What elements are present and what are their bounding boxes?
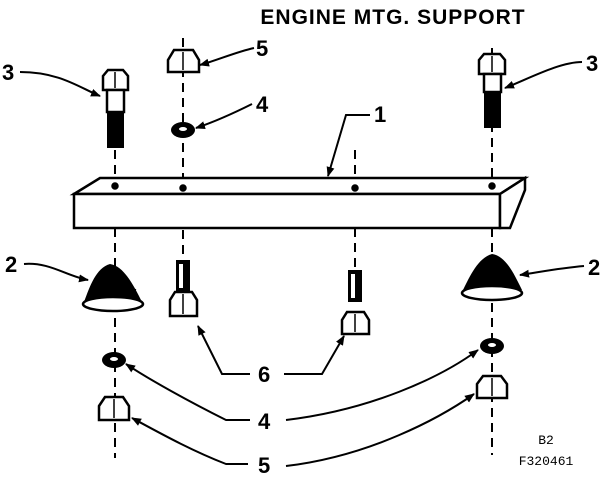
leader-2-left (23, 262, 89, 283)
figure-code-line2: F320461 (519, 454, 574, 469)
leader-6-right (284, 335, 345, 375)
lockwasher-top (171, 122, 195, 138)
leader-2-right (519, 265, 585, 278)
callout-2-right: 2 (588, 255, 600, 280)
leader-5-bottom-left (131, 417, 248, 465)
nut-bottom-left (97, 395, 131, 422)
callout-5-top: 5 (256, 36, 268, 61)
callout-3-right: 3 (586, 51, 598, 76)
bracket-front-face (72, 192, 502, 230)
leader-3-right (504, 61, 583, 89)
leader-3-left (19, 71, 101, 97)
bracket-hole (111, 182, 119, 190)
leader-lines (19, 47, 585, 467)
bracket-end-flange (498, 175, 527, 230)
diagram-title: ENGINE MTG. SUPPORT (260, 6, 525, 29)
lockwasher-bottom-left (102, 352, 126, 368)
callout-1: 1 (374, 102, 386, 127)
rubber-mount-left (81, 264, 145, 313)
stud-right (340, 270, 371, 336)
lockwasher-bottom-right (480, 338, 504, 354)
leader-4-bottom-left (125, 363, 250, 421)
bracket-top-face (69, 176, 530, 196)
leader-5-top (199, 47, 255, 67)
leader-1 (326, 114, 370, 177)
leader-6-left (197, 325, 250, 375)
bracket-hole (179, 184, 187, 192)
callout-4-top: 4 (256, 92, 269, 117)
callout-6: 6 (258, 362, 270, 387)
bracket-hole (488, 182, 496, 190)
engine-mount-bracket (69, 175, 530, 230)
bolt-right (477, 52, 507, 128)
stud-left (168, 260, 199, 318)
bolt-left (101, 68, 130, 148)
figure-code-line1: B2 (538, 433, 554, 448)
leader-5-bottom-right (285, 393, 475, 467)
bracket-hole (351, 184, 359, 192)
callout-4-bottom: 4 (258, 409, 271, 434)
callout-5-bottom: 5 (258, 453, 270, 477)
leader-4-bottom-right (285, 349, 479, 421)
leader-4-top (195, 103, 253, 129)
nut-top (166, 48, 201, 74)
callout-2-left: 2 (5, 252, 17, 277)
callout-3-left: 3 (2, 60, 14, 85)
centerlines (114, 38, 493, 458)
rubber-mount-right (460, 254, 524, 302)
nut-bottom-right (475, 374, 509, 400)
